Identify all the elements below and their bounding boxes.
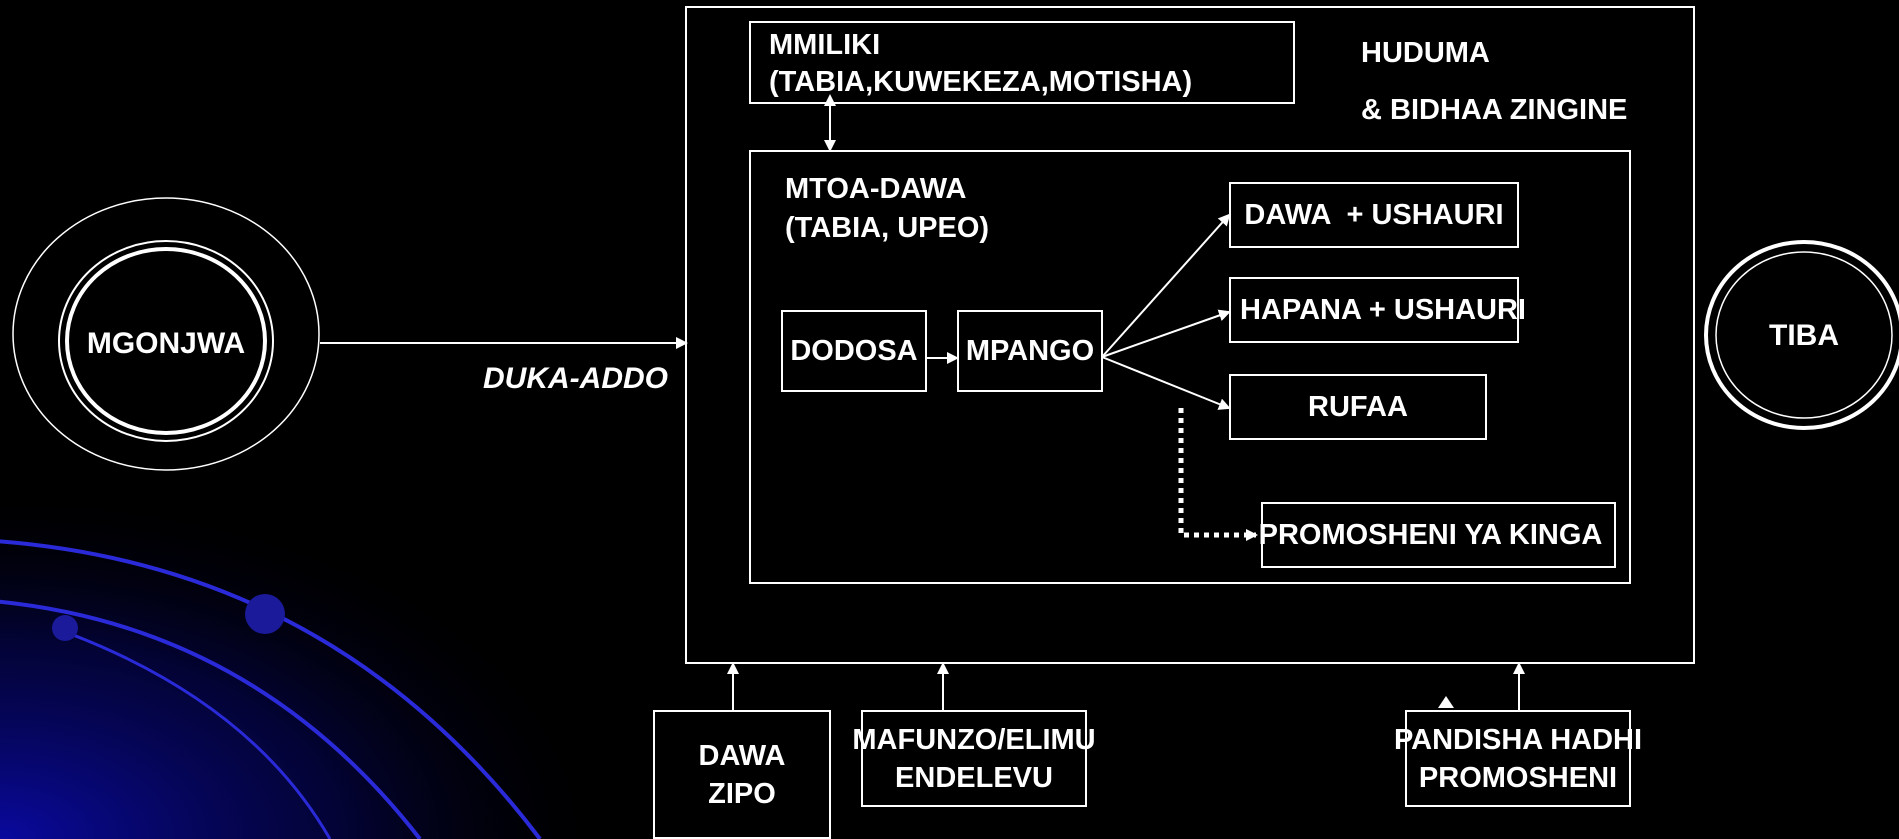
result-none-box: HAPANA + USHAURI [1229, 277, 1526, 343]
owner-box [749, 21, 1295, 104]
ask-box: DODOSA [781, 310, 927, 392]
plan-to-medicine-arrow [1101, 213, 1231, 358]
plan-label: MPANGO [965, 335, 1095, 367]
input-drugs-box: DAWA ZIPO [653, 710, 831, 839]
plan-to-none-arrow [1101, 309, 1231, 358]
input-upgrade-box: PANDISHA HADHI PROMOSHENI [1394, 710, 1642, 807]
result-medicine-label: DAWA + USHAURI [1244, 199, 1504, 231]
services-line-1: HUDUMA [1361, 37, 1490, 69]
result-promotion-label: PROMOSHENI YA KINGA [1258, 519, 1603, 551]
result-medicine-box: DAWA + USHAURI [1229, 182, 1519, 248]
plan-to-referral-arrow [1101, 356, 1231, 410]
result-promotion-box: PROMOSHENI YA KINGA [1258, 502, 1616, 568]
patient-outer-ring [12, 197, 320, 471]
referral-to-promotion-dotted [1178, 408, 1258, 541]
blue-glow-area [0, 480, 620, 839]
small-marker-triangle [1438, 696, 1454, 708]
input-drugs-label: DAWA ZIPO [698, 739, 786, 810]
owner-traits: (TABIA,KUWEKEZA,MOTISHA) [769, 66, 1193, 98]
input-training-label: MAFUNZO/ELIMU ENDELEVU [852, 723, 1096, 794]
patient-label: MGONJWA [86, 327, 246, 360]
pharmacy-outer-box [685, 6, 1695, 664]
dispenser-title: MTOA-DAWA [785, 173, 967, 205]
input-upgrade-label: PANDISHA HADHI PROMOSHENI [1393, 723, 1643, 794]
plan-box: MPANGO [957, 310, 1103, 392]
dispenser-box [749, 150, 1631, 584]
owner-title: MMILIKI [769, 29, 881, 61]
result-referral-label: RUFAA [1308, 391, 1408, 423]
channel-label: DUKA-ADDO [483, 362, 668, 395]
services-line-2: & BIDHAA ZINGINE [1361, 94, 1628, 126]
deco-dot-small [52, 615, 78, 641]
ask-label: DODOSA [790, 335, 918, 367]
deco-arc-1 [0, 599, 422, 839]
patient-inner-ring-a [58, 240, 274, 442]
patient-inner-ring-b [65, 247, 267, 435]
result-none-label: HAPANA + USHAURI [1240, 294, 1526, 326]
deco-arc-2 [0, 539, 542, 839]
input-training-box: MAFUNZO/ELIMU ENDELEVU [852, 710, 1096, 807]
result-referral-box: RUFAA [1229, 374, 1487, 440]
deco-dot-large [245, 594, 285, 634]
outcome-ring-b [1715, 251, 1893, 419]
outcome-ring-a [1704, 240, 1899, 430]
deco-arc-3 [59, 628, 332, 839]
dispenser-traits: (TABIA, UPEO) [785, 212, 990, 244]
outcome-label: TIBA [1769, 319, 1839, 352]
